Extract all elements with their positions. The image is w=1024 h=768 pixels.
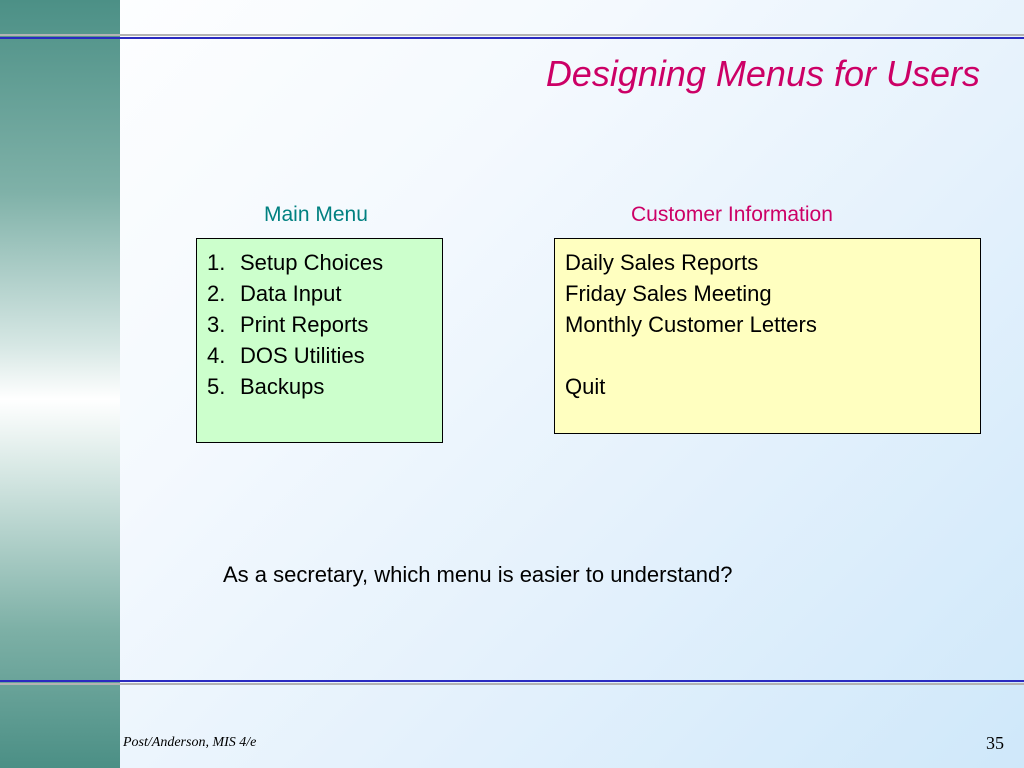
question-text: As a secretary, which menu is easier to … <box>223 562 733 587</box>
page-number: 35 <box>986 733 1004 753</box>
side-decoration-bar <box>0 0 120 768</box>
main-menu-label: Main Menu <box>264 203 368 226</box>
customer-menu-list: Daily Sales Reports Friday Sales Meeting… <box>565 247 970 402</box>
customer-menu-item: Friday Sales Meeting <box>565 281 772 306</box>
customer-menu-item: Daily Sales Reports <box>565 250 759 275</box>
main-menu-list: 1.Setup Choices 2.Data Input 3.Print Rep… <box>207 247 432 402</box>
main-menu-item: 2.Data Input <box>207 281 342 306</box>
slide-title: Designing Menus for Users <box>545 53 980 94</box>
customer-menu-box: Daily Sales Reports Friday Sales Meeting… <box>554 238 981 434</box>
main-menu-item: 5.Backups <box>207 374 325 399</box>
customer-menu-spacer <box>565 340 970 371</box>
main-menu-item: 4.DOS Utilities <box>207 343 365 368</box>
customer-menu-label: Customer Information <box>631 203 833 226</box>
customer-menu-item-quit: Quit <box>565 374 606 399</box>
footer-source: Post/Anderson, MIS 4/e <box>123 735 257 750</box>
main-menu-box: 1.Setup Choices 2.Data Input 3.Print Rep… <box>196 238 443 443</box>
top-rule <box>0 34 1024 39</box>
customer-menu-item: Monthly Customer Letters <box>565 312 817 337</box>
bottom-rule <box>0 680 1024 685</box>
main-menu-item: 3.Print Reports <box>207 312 369 337</box>
main-menu-item: 1.Setup Choices <box>207 250 384 275</box>
